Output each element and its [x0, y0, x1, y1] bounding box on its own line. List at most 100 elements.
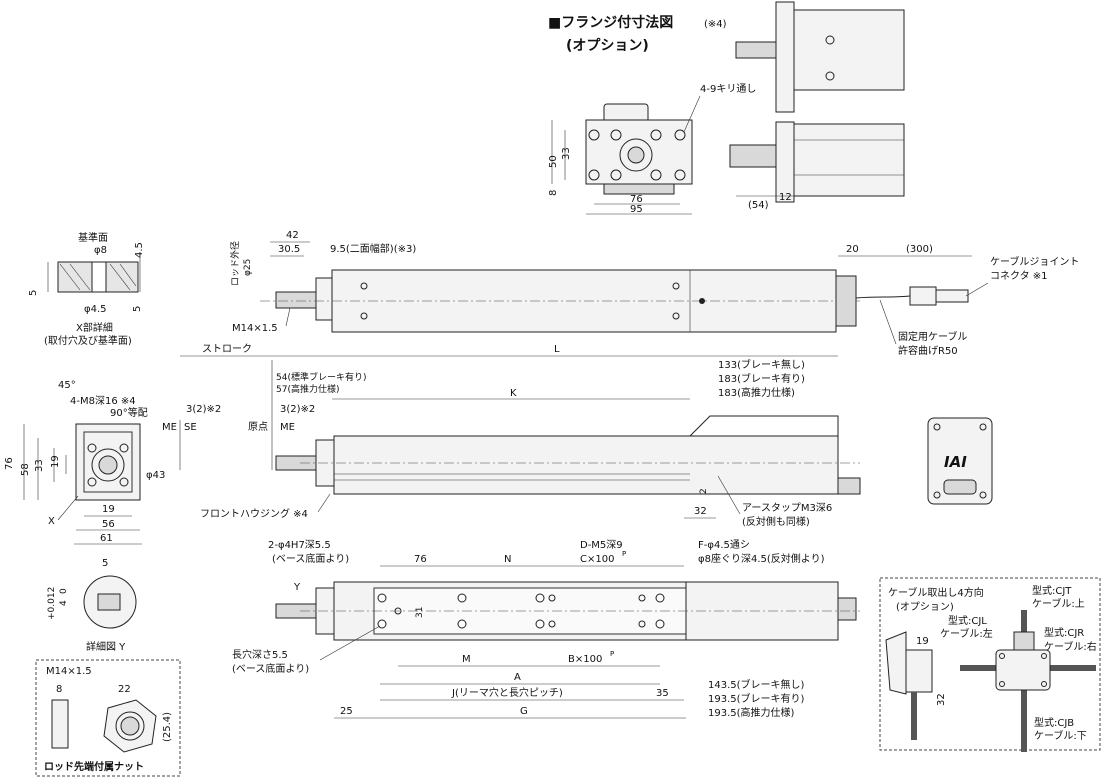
cable-option-box: ケーブル取出し4方向 (オプション) 型式:CJT ケーブル:上 型式:CJL …: [879, 577, 1101, 752]
front-d32b: 3(2)※2: [280, 404, 315, 415]
side-dim-20: 20: [846, 244, 859, 255]
front-r133: 133(ブレーキ無し): [718, 358, 805, 371]
nut-d22: 22: [118, 684, 131, 695]
front-earth-1: アースタップM3深6: [742, 502, 832, 514]
side-cable-connector-2: コネクタ ※1: [990, 270, 1048, 282]
cable-cjl-1: 型式:CJL: [948, 614, 987, 627]
flange-plate-side-2: [775, 121, 795, 203]
cable-cjt-2: ケーブル:上: [1032, 597, 1085, 610]
flange-dim-33: 33: [561, 147, 572, 160]
flange-subtitle: (オプション): [566, 38, 649, 54]
bottom-b100: B×100: [568, 654, 602, 665]
bottom-d35: 35: [656, 688, 669, 699]
flange-plate-side: [775, 1, 795, 113]
flange-dim-54: (54): [748, 200, 769, 211]
bottom-j: J(リーマ穴と長穴ピッチ): [451, 686, 563, 699]
side-connector: [835, 275, 857, 327]
bottom-d31: 31: [415, 607, 425, 618]
front-origin: 原点: [248, 421, 268, 433]
side-rod: [275, 291, 317, 309]
front-connector: [837, 477, 861, 495]
cable-cjr-1: 型式:CJR: [1044, 626, 1084, 639]
front-r183b: 183(高推力仕様): [718, 386, 795, 399]
front-K: K: [510, 388, 517, 399]
front-actuator-body: [333, 435, 839, 495]
end-phi43: φ43: [146, 470, 165, 481]
bottom-c100p: P: [622, 550, 626, 558]
front-d32a: 3(2)※2: [186, 404, 221, 415]
nut-d8: 8: [56, 684, 62, 695]
side-m14: M14×1.5: [232, 323, 278, 334]
detaily-tol-plus: +0.012: [47, 587, 57, 620]
detaily-title: 詳細図 Y: [86, 640, 126, 653]
front-se: SE: [184, 422, 197, 433]
xdetail-ref-face: 基準面: [78, 231, 108, 244]
front-housing: フロントハウジング ※4: [200, 507, 308, 520]
end-dim-76: 76: [4, 457, 15, 470]
bottom-b100p: P: [610, 650, 614, 658]
flange-title: ■フランジ付寸法図: [548, 14, 673, 31]
bottom-view: 2-φ4H7深5.5 (ベース底面より) 76 N D-M5深9 C×100 P…: [232, 539, 860, 719]
iai-logo: IAI: [944, 453, 967, 471]
xdetail-phi45: φ4.5: [84, 304, 107, 315]
bottom-m: M: [462, 654, 471, 665]
front-me: ME: [162, 422, 177, 433]
side-fixed-cable-2: 許容曲げR50: [898, 344, 958, 357]
cable-box-frame: [879, 577, 1101, 751]
end-angle-45: 45°: [58, 380, 76, 391]
side-cable-plug: [909, 286, 937, 306]
bottom-d76: 76: [414, 554, 427, 565]
front-dim-2: 2: [699, 488, 709, 494]
bottom-r1935b: 193.5(高推力仕様): [708, 706, 795, 719]
bottom-c100: C×100: [580, 554, 614, 565]
bottom-2phi-1: 2-φ4H7深5.5: [268, 539, 331, 551]
bottom-a: A: [514, 672, 521, 683]
bottom-slot-1: 長穴深さ5.5: [232, 648, 288, 661]
end-deg90: 90°等配: [110, 406, 148, 419]
side-dim-42: 42: [286, 230, 299, 241]
end-view: 45° 4-M8深16 ※4 90°等配 φ43 76 58 33 19 19 …: [4, 380, 165, 545]
side-cable-connector-1: ケーブルジョイント: [990, 255, 1079, 268]
bottom-n: N: [504, 554, 511, 565]
side-fixed-cable-1: 固定用ケーブル: [898, 330, 967, 343]
detail-y: 5 +0.012 0 4 詳細図 Y: [47, 558, 137, 653]
bottom-r1435: 143.5(ブレーキ無し): [708, 678, 805, 691]
flange-dim-8: 8: [548, 190, 559, 196]
bottom-2phi-2: (ベース底面より): [272, 552, 349, 565]
end-dim-19b: 19: [102, 504, 115, 515]
bottom-d25: 25: [340, 706, 353, 717]
xdetail-dim-45: 4.5: [134, 242, 145, 258]
end-dim-33: 33: [34, 459, 45, 472]
bottom-r1935a: 193.5(ブレーキ有り): [708, 692, 805, 705]
flange-dim-50: 50: [548, 155, 559, 168]
nut-side: [51, 699, 69, 749]
xdetail-section: 基準面 φ8 4.5 5 5 φ4.5 X部詳細 (取付穴及び基準面): [28, 231, 145, 347]
nut-d254: (25.4): [162, 712, 173, 742]
bottom-g: G: [520, 706, 528, 717]
xdetail-dim-5b: 5: [132, 306, 143, 312]
side-view: ロッド外径 φ25 42 30.5 9.5(二面幅部)(※3) 20 (300)…: [229, 230, 1079, 357]
flange-hole-label: 4-9キリ通し: [700, 83, 756, 95]
flange-body-side: [793, 9, 905, 91]
front-dim-32: 32: [694, 506, 707, 517]
front-r183a: 183(ブレーキ有り): [718, 372, 805, 385]
xdetail-subtitle: (取付穴及び基準面): [44, 334, 132, 347]
cable-d19: 19: [916, 636, 929, 647]
flange-dim-76: 76: [630, 194, 643, 205]
xdetail-title: X部詳細: [76, 321, 113, 334]
end-dim-56: 56: [102, 519, 115, 530]
front-earth-2: (反対側も同様): [742, 515, 810, 528]
front-note57: 57(高推力仕様): [276, 383, 339, 395]
cable-cjb-2: ケーブル:下: [1034, 729, 1087, 742]
cable-cjr-2: ケーブル:右: [1044, 640, 1097, 653]
detaily-d5: 5: [102, 558, 108, 569]
front-me2: ME: [280, 422, 295, 433]
cable-cjl-2: ケーブル:左: [940, 627, 993, 640]
end-dim-61: 61: [100, 533, 113, 544]
front-view: ストローク L 54(標準ブレーキ有り) 57(高推力仕様) K 133(ブレー…: [162, 343, 861, 528]
bottom-dm5: D-M5深9: [580, 539, 623, 551]
bottom-y: Y: [293, 582, 301, 593]
nut-detail: M14×1.5 8 22 (25.4) ロッド先端付属ナット: [35, 659, 181, 777]
